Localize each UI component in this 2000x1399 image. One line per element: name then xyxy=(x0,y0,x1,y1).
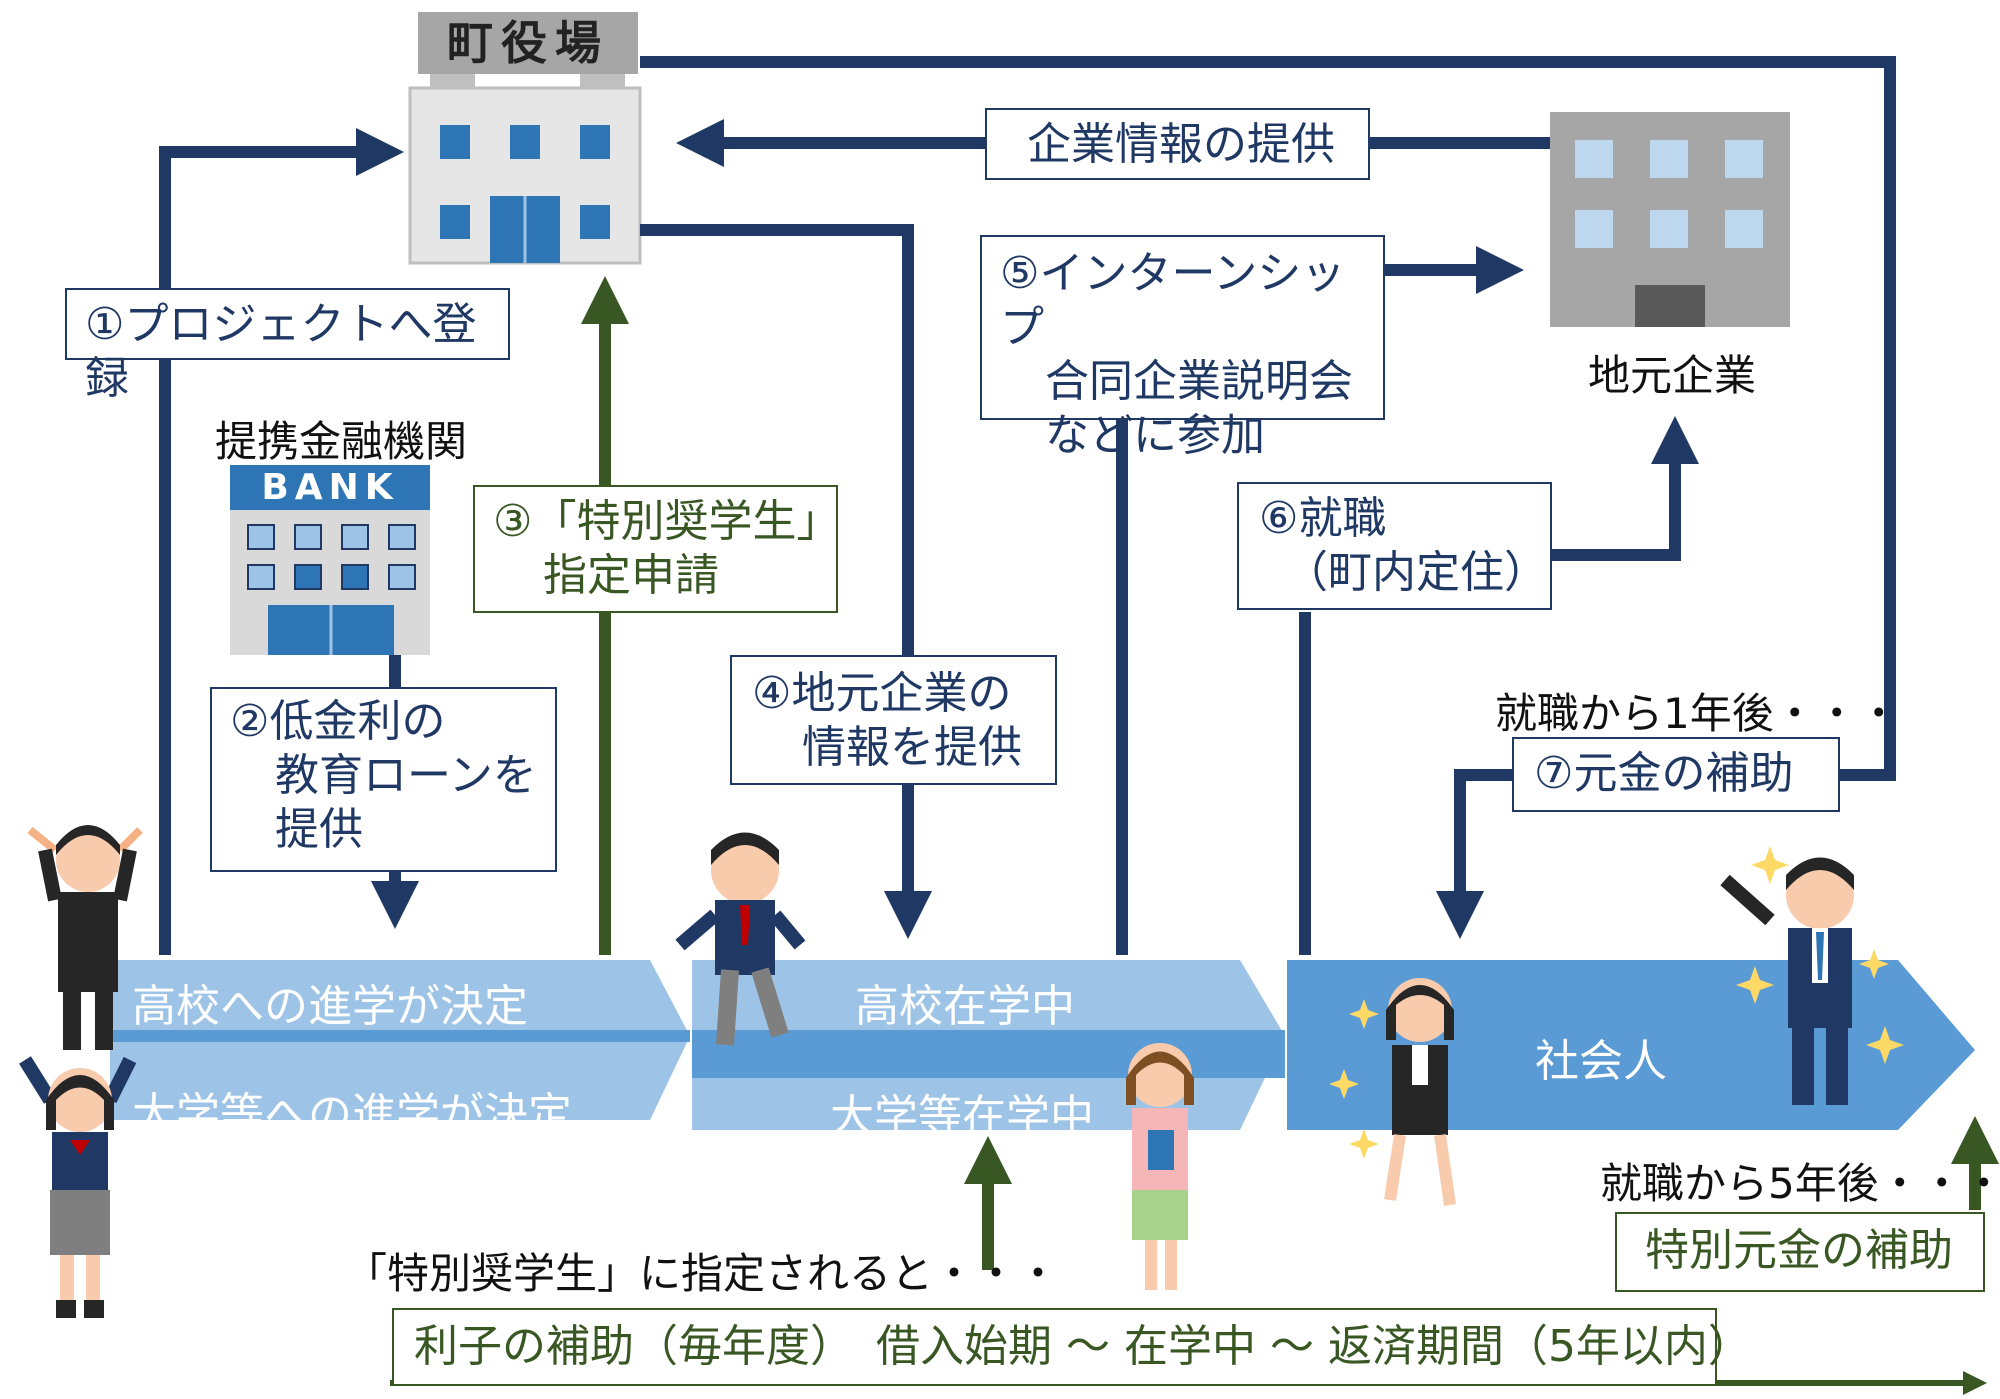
band-univ-decided: 大学等への進学が決定 xyxy=(132,1089,572,1140)
local-company-building-icon xyxy=(1550,112,1790,327)
step3-box: ③「特別奨学生」 指定申請 xyxy=(473,485,841,613)
step7-text: ⑦元金の補助 xyxy=(1534,748,1794,799)
step5-line2: 合同企業説明会 xyxy=(1045,356,1353,407)
high-school-girl-cheering-icon xyxy=(19,1056,137,1318)
step4-line1: ④地元企業の xyxy=(752,668,1012,719)
note-five-years: 就職から5年後・・・ xyxy=(1600,1159,2000,1208)
step1-text: ①プロジェクトへ登録 xyxy=(85,299,477,404)
special-principal-text: 特別元金の補助 xyxy=(1645,1225,1953,1276)
step5-box: ⑤インターンシップ 合同企業説明会 などに参加 xyxy=(980,235,1385,461)
band-hs-student: 高校在学中 xyxy=(855,981,1075,1032)
interest-subsidy-text: 利子の補助（毎年度） 借入始期 ～ 在学中 ～ 返済期間（5年以内） xyxy=(414,1321,1752,1372)
band-hs-decided: 高校への進学が決定 xyxy=(132,981,528,1032)
band-working: 社会人 xyxy=(1535,1036,1667,1087)
band-univ-student: 大学等在学中 xyxy=(830,1091,1094,1142)
interest-subsidy-box: 利子の補助（毎年度） 借入始期 ～ 在学中 ～ 返済期間（5年以内） xyxy=(392,1308,1752,1386)
step5-line1: ⑤インターンシップ xyxy=(1000,248,1346,353)
step1-box: ①プロジェクトへ登録 xyxy=(65,288,510,404)
band-stage1 xyxy=(110,960,690,1120)
step4-line2: 情報を提供 xyxy=(802,722,1022,773)
town-hall-building-icon xyxy=(408,70,642,265)
step6-line2: （町内定住） xyxy=(1284,547,1548,598)
student-running-icon xyxy=(675,832,806,1046)
step3-line2: 指定申請 xyxy=(543,550,719,601)
special-principal-box: 特別元金の補助 xyxy=(1615,1212,1985,1292)
step6-line1: ⑥就職 xyxy=(1259,493,1387,544)
high-school-boy-cheering-icon xyxy=(27,825,143,1050)
bank-sign: BANK xyxy=(230,465,430,510)
company-info-text: 企業情報の提供 xyxy=(1027,119,1335,170)
step2-line3: 提供 xyxy=(275,804,363,855)
bank-building-icon xyxy=(230,510,430,655)
note-one-year: 就職から1年後・・・ xyxy=(1495,689,1900,738)
note-designated: 「特別奨学生」に指定されると・・・ xyxy=(345,1249,1060,1298)
step5-line3: などに参加 xyxy=(1045,410,1265,461)
step2-line1: ②低金利の xyxy=(230,696,446,747)
university-student-woman-icon xyxy=(1126,1043,1194,1290)
working-woman-icon xyxy=(1384,978,1456,1206)
company-info-box: 企業情報の提供 xyxy=(985,108,1370,180)
step6-box: ⑥就職 （町内定住） xyxy=(1237,482,1552,610)
sparkle-icons xyxy=(1329,846,1904,1159)
town-hall-sign: 町役場 xyxy=(418,12,638,74)
local-company-label: 地元企業 xyxy=(1588,351,1757,400)
step3-line1: ③「特別奨学生」 xyxy=(493,496,841,547)
bank-label: 提携金融機関 xyxy=(215,417,468,466)
step2-line2: 教育ローンを xyxy=(275,750,537,801)
step4-box: ④地元企業の 情報を提供 xyxy=(730,655,1057,785)
step7-box: ⑦元金の補助 xyxy=(1512,737,1840,812)
working-man-pointing-icon xyxy=(1720,857,1854,1105)
step2-box: ②低金利の 教育ローンを 提供 xyxy=(210,687,557,872)
